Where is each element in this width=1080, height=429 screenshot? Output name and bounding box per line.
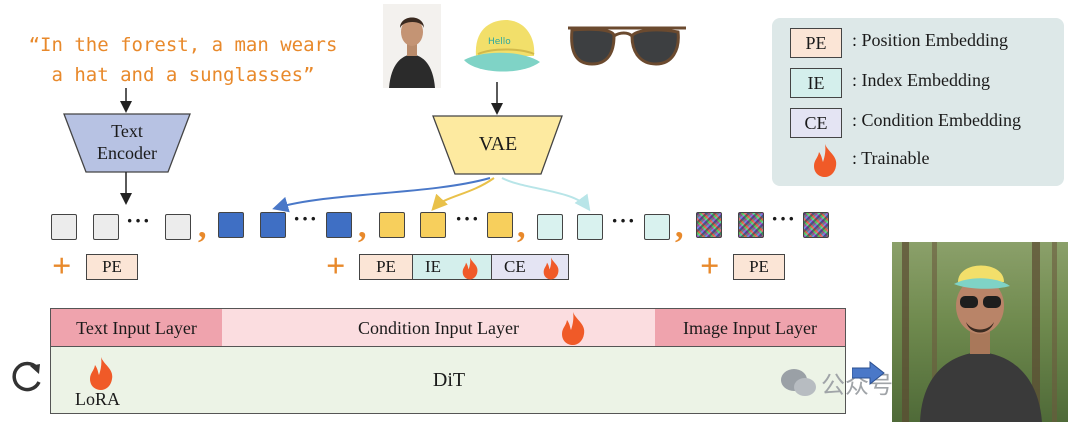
image-input-layer: Image Input Layer xyxy=(655,308,846,346)
add-icon: + xyxy=(326,248,346,285)
add-icon: + xyxy=(700,248,720,285)
cap-image: Hello xyxy=(462,14,542,76)
token-separator: , xyxy=(675,208,684,245)
output-image xyxy=(892,242,1068,422)
vae-cyan-arrow xyxy=(501,177,591,212)
blue-ellipsis: ··· xyxy=(293,206,319,231)
vae-blue-arrow xyxy=(272,177,491,213)
legend-pe-box: PE xyxy=(790,28,842,58)
legend-ce-label: : Condition Embedding xyxy=(852,110,1021,130)
text-token xyxy=(165,214,191,240)
lora-label: LoRA xyxy=(75,389,120,409)
cyan-ellipsis: ··· xyxy=(611,208,637,233)
ie-fire-icon xyxy=(462,257,478,280)
legend-ce-box: CE xyxy=(790,108,842,138)
ce-fire-icon xyxy=(543,257,559,280)
svg-text:Hello: Hello xyxy=(488,37,511,47)
vae-yellow-arrow xyxy=(431,177,495,211)
image-pe-tag: PE xyxy=(733,254,785,280)
text-encoder-line1: Text xyxy=(111,121,143,141)
blue-token xyxy=(260,212,286,238)
sunglasses-image xyxy=(566,22,690,70)
wechat-icon xyxy=(781,369,816,396)
legend-fire-icon xyxy=(814,144,837,177)
legend: PE : Position Embedding IE : Index Embed… xyxy=(772,18,1064,186)
text-pe-tag: PE xyxy=(86,254,138,280)
blue-token xyxy=(218,212,244,238)
cond-pe-tag: PE xyxy=(359,254,413,280)
text-input-layer: Text Input Layer xyxy=(50,308,222,346)
cyan-token xyxy=(537,214,563,240)
text-encoder-label: Text Encoder xyxy=(86,120,168,164)
yellow-token xyxy=(379,212,405,238)
add-icon: + xyxy=(52,248,72,285)
noise-token xyxy=(738,212,764,238)
yellow-token xyxy=(420,212,446,238)
yellow-ellipsis: ··· xyxy=(455,206,481,231)
text-ellipsis: ··· xyxy=(126,208,152,233)
lora-fire-icon xyxy=(90,357,113,390)
token-separator: , xyxy=(517,208,526,245)
dit-block: DiT LoRA 公众号 xyxy=(50,346,893,414)
ie-tag: IE xyxy=(412,254,492,280)
yellow-token xyxy=(487,212,513,238)
man-portrait-image xyxy=(383,4,441,88)
token-separator: , xyxy=(358,208,367,245)
arrow-right-icon xyxy=(852,360,885,386)
ce-tag: CE xyxy=(491,254,569,280)
token-separator: , xyxy=(198,208,207,245)
ce-tag-label: CE xyxy=(504,257,526,276)
condition-fire-icon xyxy=(562,312,585,345)
text-encoder-shape xyxy=(63,113,191,173)
legend-ie-label: : Index Embedding xyxy=(852,70,990,90)
text-encoder-line2: Encoder xyxy=(97,143,157,163)
ie-tag-label: IE xyxy=(425,257,442,276)
condition-input-layer: Condition Input Layer xyxy=(222,308,655,346)
text-token xyxy=(51,214,77,240)
cyan-token xyxy=(644,214,670,240)
blue-token xyxy=(326,212,352,238)
dit-label: DiT xyxy=(432,369,466,391)
text-token xyxy=(93,214,119,240)
legend-ie-box: IE xyxy=(790,68,842,98)
vae-shape xyxy=(432,115,563,175)
refresh-icon xyxy=(12,361,41,392)
prompt-text: “In the forest, a man wears a hat and a … xyxy=(28,34,338,86)
condition-input-label: Condition Input Layer xyxy=(358,318,519,338)
noise-token xyxy=(803,212,829,238)
noise-ellipsis: ··· xyxy=(771,206,797,231)
legend-pe-label: : Position Embedding xyxy=(852,30,1009,50)
cyan-token xyxy=(577,214,603,240)
vae-label: VAE xyxy=(478,133,518,155)
noise-token xyxy=(696,212,722,238)
legend-trainable-label: : Trainable xyxy=(852,148,930,168)
